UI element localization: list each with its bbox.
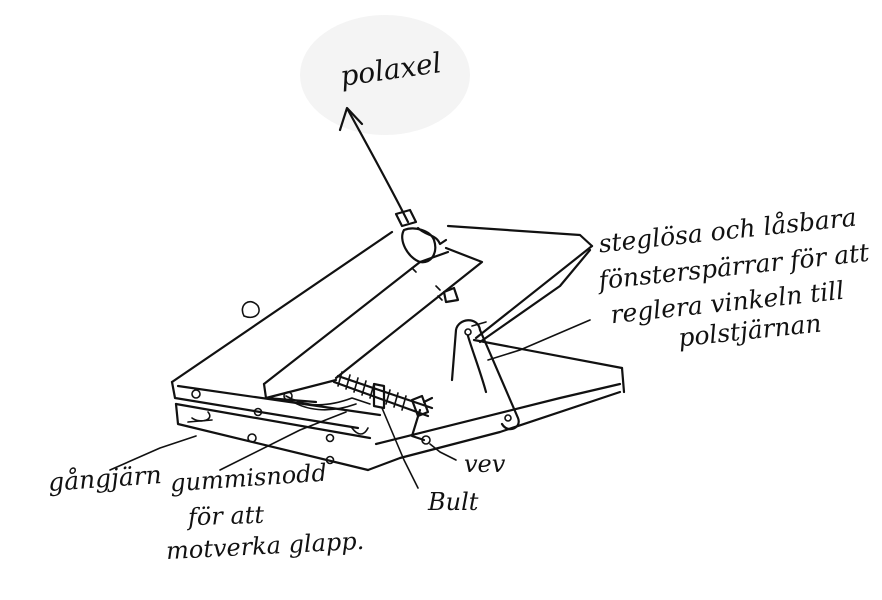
label-hinge: gångjärn xyxy=(47,460,163,497)
window-stay xyxy=(450,319,520,431)
label-bolt: Bult xyxy=(428,488,479,516)
hinge-screws xyxy=(191,389,335,465)
rubber-band xyxy=(283,391,371,435)
leader-lines xyxy=(109,319,591,489)
label-crank: vev xyxy=(464,450,506,478)
crank xyxy=(410,408,431,445)
label-rubber-band-line2: för att xyxy=(187,500,265,532)
camera-ball-head xyxy=(394,208,460,304)
threaded-bolt xyxy=(332,371,434,418)
paper-smudge xyxy=(300,15,470,135)
bottom-board xyxy=(174,338,626,472)
polar-axis-arrow xyxy=(338,106,410,224)
top-board xyxy=(170,224,594,430)
center-rail xyxy=(262,246,484,404)
